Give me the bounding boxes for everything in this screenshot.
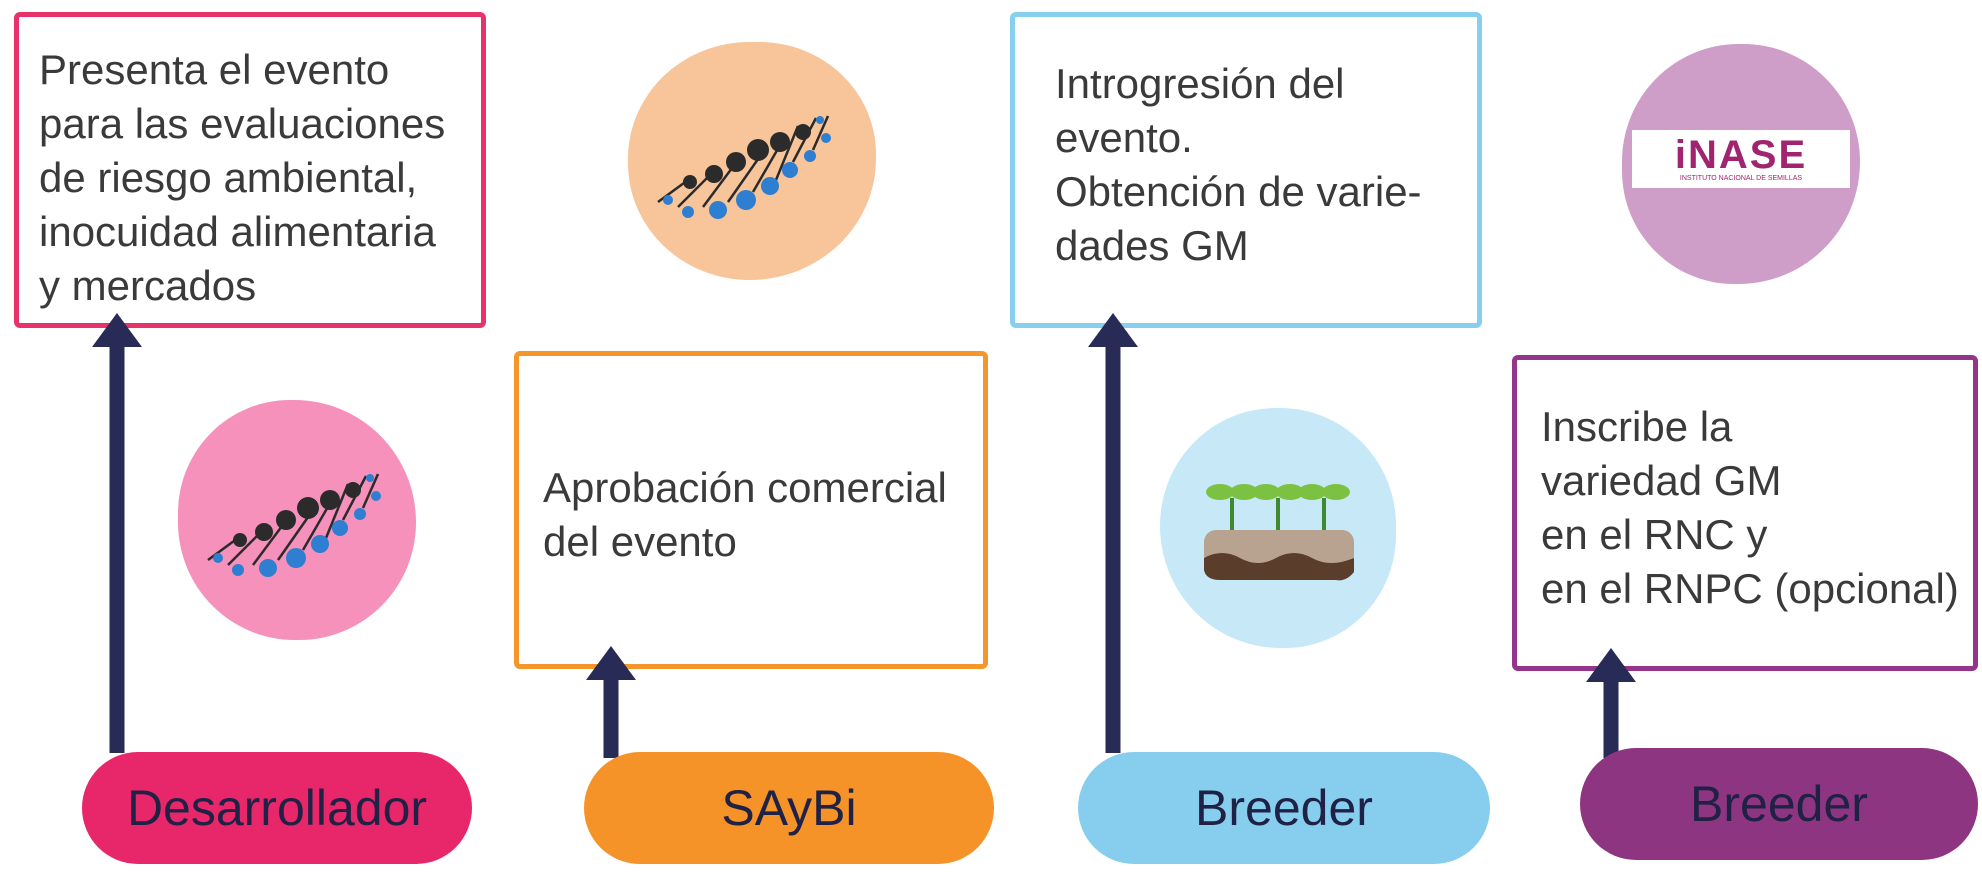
description-box-breeder-1: Introgresión del evento. Obtención de va… xyxy=(1010,12,1482,328)
description-box-breeder-2: Inscribe la variedad GM en el RNC y en e… xyxy=(1512,355,1978,671)
actor-label: Breeder xyxy=(1690,776,1868,832)
arrow-up-icon xyxy=(92,313,142,753)
actor-pill-desarrollador: Desarrollador xyxy=(82,752,472,864)
seedlings-icon xyxy=(1160,408,1396,648)
arrow-up-icon xyxy=(1586,648,1636,758)
arrow-up-icon xyxy=(586,646,636,758)
description-text: Presenta el evento para las evaluaciones… xyxy=(39,46,446,309)
dna-icon xyxy=(178,400,416,640)
description-box-saybi: Aprobación comercial del evento xyxy=(514,351,988,669)
description-text: Inscribe la variedad GM en el RNC y en e… xyxy=(1541,403,1959,612)
actor-pill-breeder-1: Breeder xyxy=(1078,752,1490,864)
actor-pill-breeder-2: Breeder xyxy=(1580,748,1978,860)
actor-label: Desarrollador xyxy=(126,780,428,836)
actor-label: Breeder xyxy=(1195,780,1373,836)
arrow-up-icon xyxy=(1088,313,1138,753)
description-text: Aprobación comercial del evento xyxy=(543,464,947,565)
actor-pill-saybi: SAyBi xyxy=(584,752,994,864)
logo-subtitle: INSTITUTO NACIONAL DE SEMILLAS xyxy=(1679,175,1803,182)
actor-label: SAyBi xyxy=(721,780,857,836)
description-text: Introgresión del evento. Obtención de va… xyxy=(1055,60,1422,269)
description-box-desarrollador: Presenta el evento para las evaluaciones… xyxy=(14,12,486,328)
inase-logo: iNASE INSTITUTO NACIONAL DE SEMILLAS xyxy=(1632,130,1850,188)
dna-icon xyxy=(628,42,876,280)
logo-word: iNASE xyxy=(1674,133,1808,177)
